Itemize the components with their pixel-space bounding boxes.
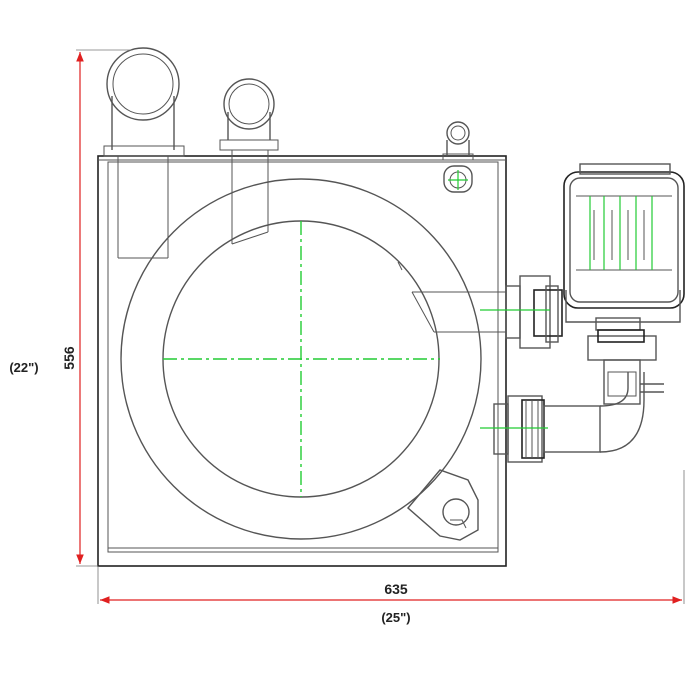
width-in-label: (25")	[381, 610, 410, 625]
upper-outlet-fitting	[480, 275, 563, 349]
height-in-label: (22")	[9, 360, 38, 375]
small-top-fitting	[442, 121, 474, 193]
width-dimension	[97, 470, 685, 604]
hook-bracket	[407, 469, 479, 541]
height-mm-label: 556	[61, 346, 77, 370]
housing-box	[97, 155, 507, 567]
inlet-pipe-large	[103, 47, 185, 259]
height-dimension	[76, 49, 132, 567]
width-mm-label: 635	[384, 581, 408, 597]
pump-motor	[563, 163, 685, 331]
drum-outer-ring	[120, 178, 482, 540]
lower-elbow-outlet	[480, 372, 645, 463]
inner-outlet-spout	[231, 231, 506, 333]
drum-center-lines	[163, 221, 440, 497]
pump-union	[587, 329, 664, 405]
inlet-pipe-medium	[219, 78, 279, 244]
